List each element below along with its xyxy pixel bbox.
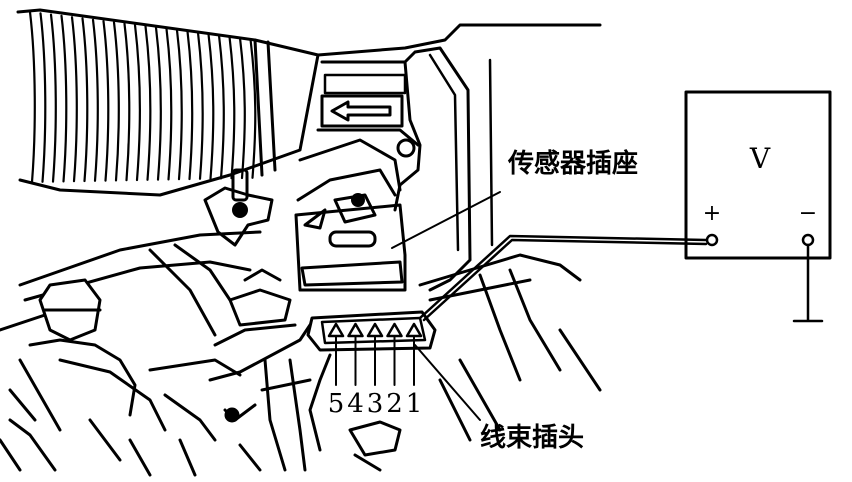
airflow-sensor-housing (296, 23, 602, 292)
pin-number-label: 3 (367, 389, 384, 419)
engine-bay-parts (0, 230, 602, 477)
connector-pin (327, 322, 345, 338)
voltmeter: V + − (684, 90, 832, 260)
connector-pin (366, 322, 384, 338)
ground-symbol-icon (792, 243, 824, 323)
positive-terminal-label: + (703, 201, 721, 226)
pin-number-label: 1 (406, 389, 423, 419)
harness-plug-label: 线束插头 (480, 422, 584, 453)
voltmeter-symbol: V (749, 142, 771, 175)
pin-number-label: 4 (347, 389, 364, 419)
pin-number-label: 2 (386, 389, 403, 419)
connector-pin (347, 322, 364, 338)
pin-number-label: 5 (328, 389, 345, 419)
negative-terminal (801, 233, 815, 247)
positive-terminal (705, 233, 719, 247)
sensor-socket (294, 193, 407, 292)
connector-pin (405, 322, 423, 338)
hose-clamp-bolt (203, 168, 274, 247)
sensor-socket-label: 传感器插座 (507, 148, 638, 179)
air-intake-hose (16, 8, 320, 197)
negative-terminal-label: − (799, 201, 817, 226)
callout-leaders (391, 191, 501, 421)
connector-pin (386, 322, 403, 338)
test-lead-positive (418, 234, 708, 322)
flow-direction-arrow-icon (330, 100, 392, 122)
